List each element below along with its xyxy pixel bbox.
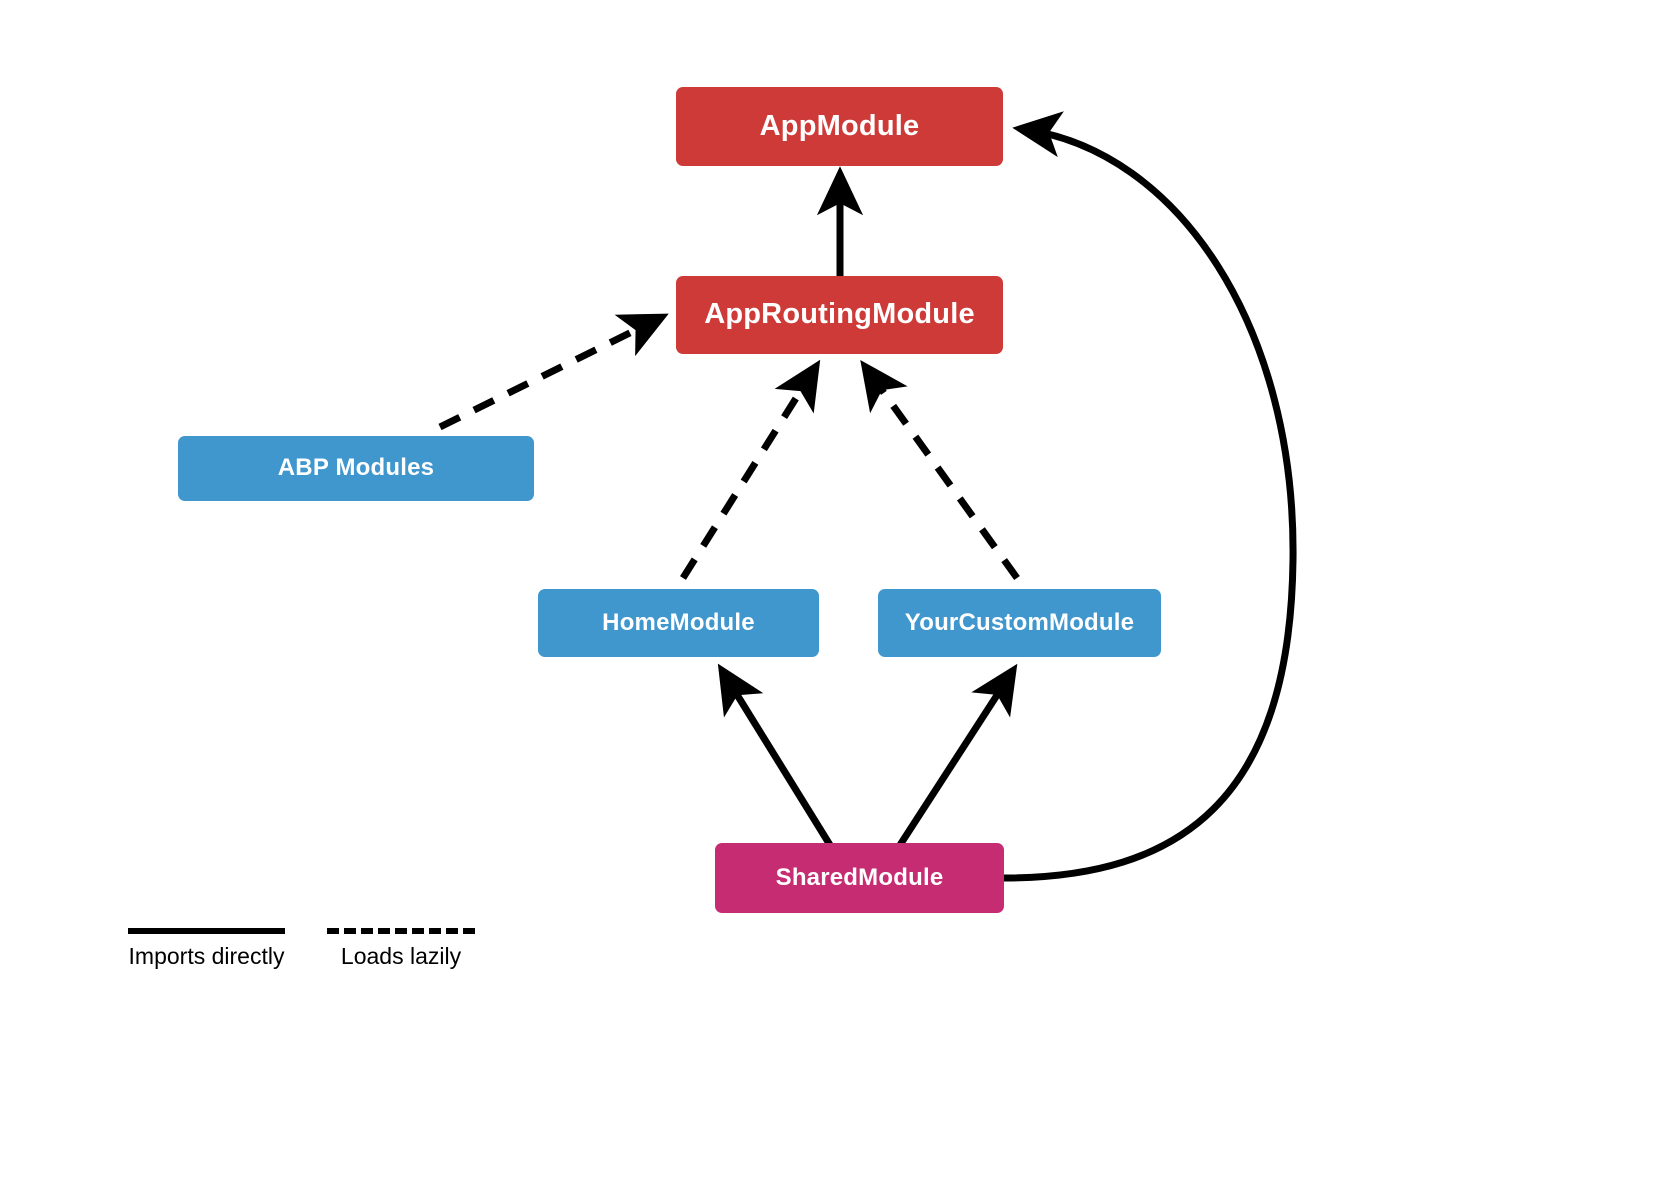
edge-sharedmodule-to-homemodule	[717, 663, 833, 847]
node-homemodule-label: HomeModule	[602, 608, 755, 636]
legend-label-loads-lazily: Loads lazily	[340, 943, 462, 969]
dashed-line-icon	[327, 928, 475, 934]
node-yourcustommodule[interactable]: YourCustomModule	[878, 589, 1161, 657]
node-approutingmodule-label: AppRoutingModule	[704, 298, 975, 331]
legend: Imports directly Loads lazily	[128, 928, 475, 970]
legend-item-imports-directly: Imports directly	[128, 928, 285, 970]
legend-item-loads-lazily: Loads lazily	[327, 928, 475, 970]
edge-sharedmodule-to-yourcustommodule	[897, 663, 1018, 847]
node-sharedmodule-label: SharedModule	[775, 863, 944, 891]
edge-homemodule-to-approutingmodule	[680, 359, 821, 580]
node-abp-modules[interactable]: ABP Modules	[178, 436, 534, 501]
node-abp-modules-label: ABP Modules	[277, 454, 435, 482]
edge-sharedmodule-to-appmodule	[1003, 111, 1297, 882]
legend-label-imports-directly: Imports directly	[128, 943, 285, 969]
node-homemodule[interactable]: HomeModule	[538, 589, 819, 657]
node-approutingmodule[interactable]: AppRoutingModule	[676, 276, 1003, 354]
node-appmodule[interactable]: AppModule	[676, 87, 1003, 166]
edge-abpmodules-to-approutingmodule	[438, 313, 669, 431]
edge-yourcustommodule-to-approutingmodule	[860, 360, 1020, 581]
node-appmodule-label: AppModule	[759, 109, 920, 142]
node-sharedmodule[interactable]: SharedModule	[715, 843, 1004, 913]
node-yourcustommodule-label: YourCustomModule	[904, 608, 1135, 636]
solid-line-icon	[128, 928, 285, 934]
